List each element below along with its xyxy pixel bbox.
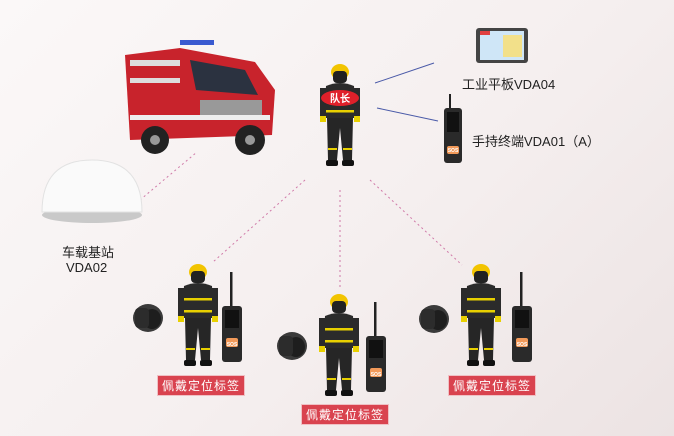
firefighter-1: SOS — [133, 264, 242, 366]
vehicle-base-station-image — [41, 159, 143, 223]
captain-figure — [320, 64, 360, 166]
link-captain-ff3 — [369, 179, 463, 266]
radio-sos-label-2: SOS — [371, 372, 382, 378]
link-base-truck — [139, 151, 198, 201]
link-captain-ff1 — [212, 179, 306, 263]
handheld-sos-label: SOS — [448, 148, 459, 154]
tag-label-2: 佩戴定位标签 — [301, 404, 390, 425]
vehicle-base-name: 车载基站 — [62, 245, 115, 260]
vehicle-base-model: VDA02 — [66, 260, 108, 275]
industrial-tablet-image — [476, 28, 528, 63]
link-captain-handheld — [376, 107, 439, 122]
tablet-label: 工业平板VDA04 — [462, 77, 556, 92]
fire-truck-image — [125, 40, 275, 155]
handheld-label: 手持终端VDA01（A） — [472, 134, 600, 149]
captain-badge: 队长 — [330, 92, 351, 105]
firefighter-3: SOS — [419, 264, 532, 366]
link-captain-tablet — [374, 62, 435, 84]
firefighter-2: SOS — [277, 294, 386, 396]
tag-label-1: 佩戴定位标签 — [157, 375, 246, 396]
tag-label-3: 佩戴定位标签 — [448, 375, 537, 396]
radio-sos-label-3: SOS — [517, 342, 528, 348]
radio-sos-label-1: SOS — [227, 342, 238, 348]
handheld-terminal-image: SOS — [444, 94, 462, 163]
captain-badge-bg — [321, 90, 359, 106]
